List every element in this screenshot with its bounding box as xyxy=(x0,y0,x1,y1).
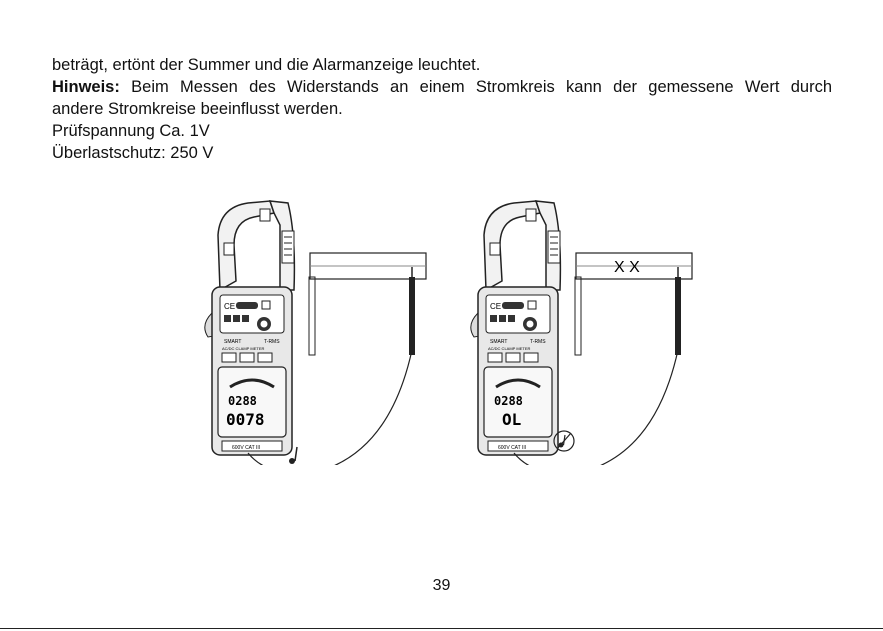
paragraph-hint: Hinweis: Beim Messen des Widerstands an … xyxy=(52,76,832,98)
ce-mark: CE xyxy=(224,302,235,311)
display-main-value: 0078 xyxy=(226,410,265,429)
paragraph-buzzer: beträgt, ertönt der Summer und die Alarm… xyxy=(52,56,481,74)
display-top-value: 0288 xyxy=(494,394,523,408)
figure-continuity-closed: CE SMART T-RMS AC/DC CLAMP METER 0288 00… xyxy=(200,195,440,474)
display-top-value: 0288 xyxy=(228,394,257,408)
test-voltage: Prüfspannung Ca. 1V xyxy=(52,122,210,140)
trms-label: T-RMS xyxy=(264,339,280,345)
ce-mark: CE xyxy=(490,302,501,311)
overload-protection: Überlastschutz: 250 V xyxy=(52,144,214,162)
clamp-meter-illustration: CE SMART T-RMS AC/DC CLAMP METER 0288 OL… xyxy=(470,200,693,474)
hint-text-2: andere Stromkreise beeinflusst werden. xyxy=(52,100,343,118)
buzzer-muted-icon xyxy=(553,430,575,452)
broken-wire-marks: X X xyxy=(614,259,640,276)
cat-label: 600V CAT III xyxy=(498,445,526,451)
cat-label: 600V CAT III xyxy=(232,445,260,451)
figure-continuity-open: CE SMART T-RMS AC/DC CLAMP METER 0288 OL… xyxy=(466,195,706,474)
brand-label: SMART xyxy=(490,339,507,345)
hint-text-1: Beim Messen des Widerstands an einem Str… xyxy=(119,78,832,96)
bottom-rule xyxy=(0,628,883,629)
body-text: beträgt, ertönt der Summer und die Alarm… xyxy=(52,54,832,164)
model-label: AC/DC CLAMP METER xyxy=(222,346,264,351)
page-number: 39 xyxy=(432,577,451,594)
trms-label: T-RMS xyxy=(530,339,546,345)
buzzer-note-icon xyxy=(289,446,298,464)
display-main-value: OL xyxy=(502,410,521,429)
hint-label: Hinweis: xyxy=(52,78,120,96)
model-label: AC/DC CLAMP METER xyxy=(488,346,530,351)
clamp-meter-illustration: CE SMART T-RMS AC/DC CLAMP METER 0288 00… xyxy=(204,200,427,474)
brand-label: SMART xyxy=(224,339,241,345)
